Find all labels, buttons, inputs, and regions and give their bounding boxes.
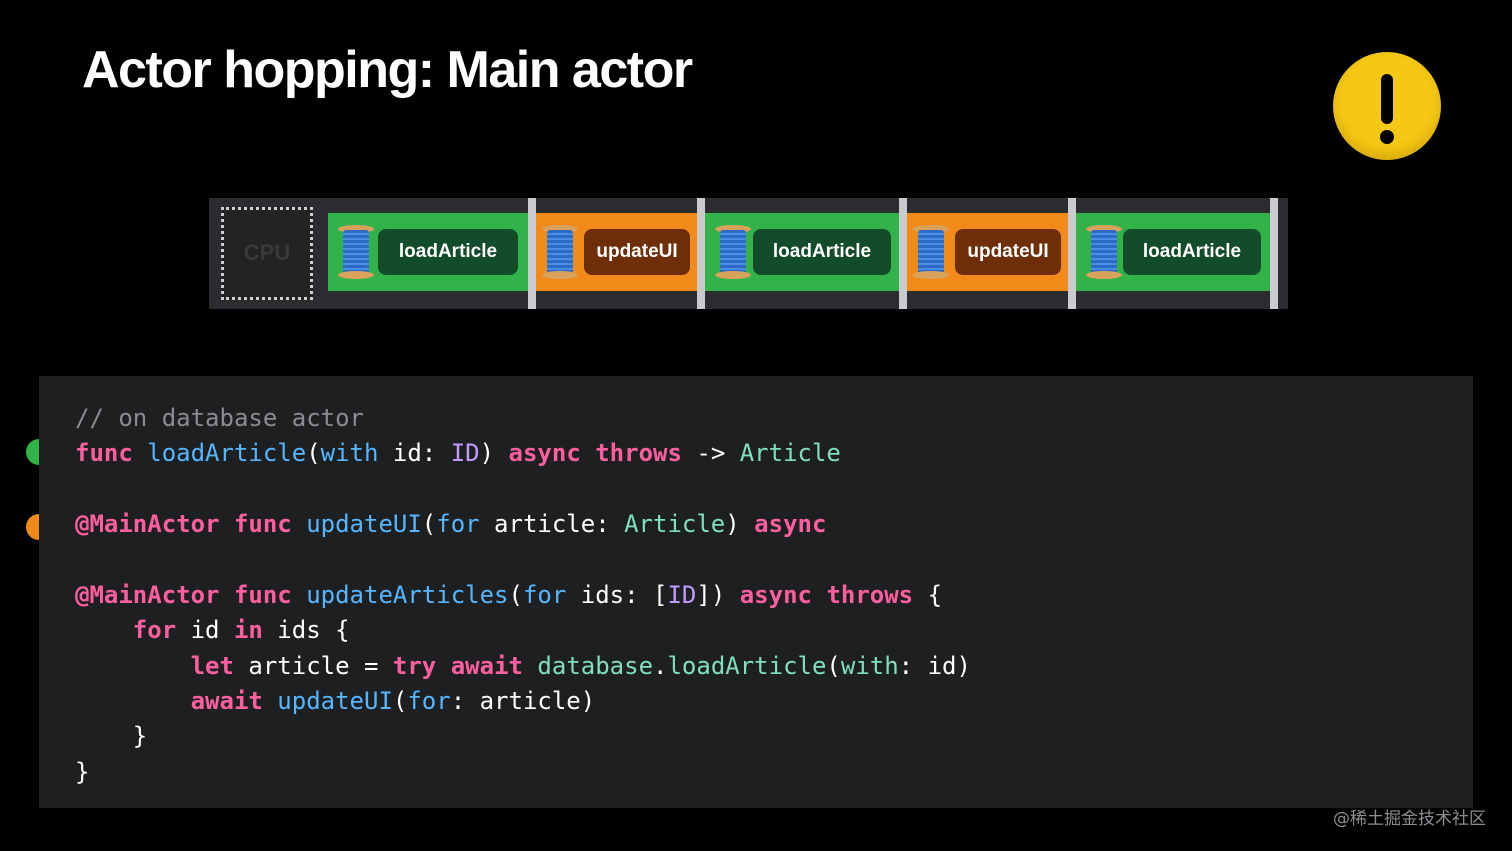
exclamation-bar (1381, 74, 1393, 124)
thread-spool-icon (913, 225, 949, 279)
timeline-segment-updateui: updateUI (536, 213, 697, 291)
code-comment: // on database actor (75, 404, 364, 432)
thread-spool-icon (542, 225, 578, 279)
timeline-segment-loadarticle: loadArticle (1076, 213, 1270, 291)
cpu-chip-icon: CPU (221, 207, 313, 300)
code-line-updateui: @MainActor func updateUI(for article: Ar… (75, 510, 827, 538)
thread-timeline: CPU loadArticle updateUI loadArticle upd… (209, 198, 1288, 309)
timeline-segment-updateui: updateUI (907, 213, 1068, 291)
code-line-close-func: } (75, 758, 90, 786)
task-pill: loadArticle (378, 229, 518, 275)
code-line-close-for: } (75, 722, 148, 750)
timeline-segment-loadarticle: loadArticle (705, 213, 899, 291)
hop-divider (528, 198, 536, 309)
task-pill: updateUI (955, 229, 1061, 275)
slide-title: Actor hopping: Main actor (82, 41, 693, 99)
hop-divider (1270, 198, 1278, 309)
warning-icon (1333, 52, 1441, 160)
code-line-for: for id in ids { (132, 616, 350, 644)
code-line-await-updateui: await updateUI(for: article) (190, 687, 596, 715)
code-line-loadarticle: func loadArticle(with id: ID) async thro… (75, 439, 841, 467)
thread-spool-icon (1086, 225, 1122, 279)
code-line-updatearticles: @MainActor func updateArticles(for ids: … (75, 581, 943, 609)
thread-spool-icon (715, 225, 751, 279)
hop-divider (1068, 198, 1076, 309)
task-pill: loadArticle (1123, 229, 1261, 275)
code-line-let: let article = try await database.loadArt… (190, 652, 971, 680)
code-panel: // on database actor func loadArticle(wi… (39, 376, 1473, 808)
hop-divider (697, 198, 705, 309)
task-pill: loadArticle (753, 229, 891, 275)
watermark: @稀土掘金技术社区 (1333, 809, 1486, 829)
exclamation-dot (1380, 130, 1394, 144)
thread-spool-icon (338, 225, 374, 279)
hop-divider (899, 198, 907, 309)
timeline-segment-loadarticle: loadArticle (328, 213, 528, 291)
cpu-label: CPU (243, 240, 291, 265)
task-pill: updateUI (584, 229, 690, 275)
